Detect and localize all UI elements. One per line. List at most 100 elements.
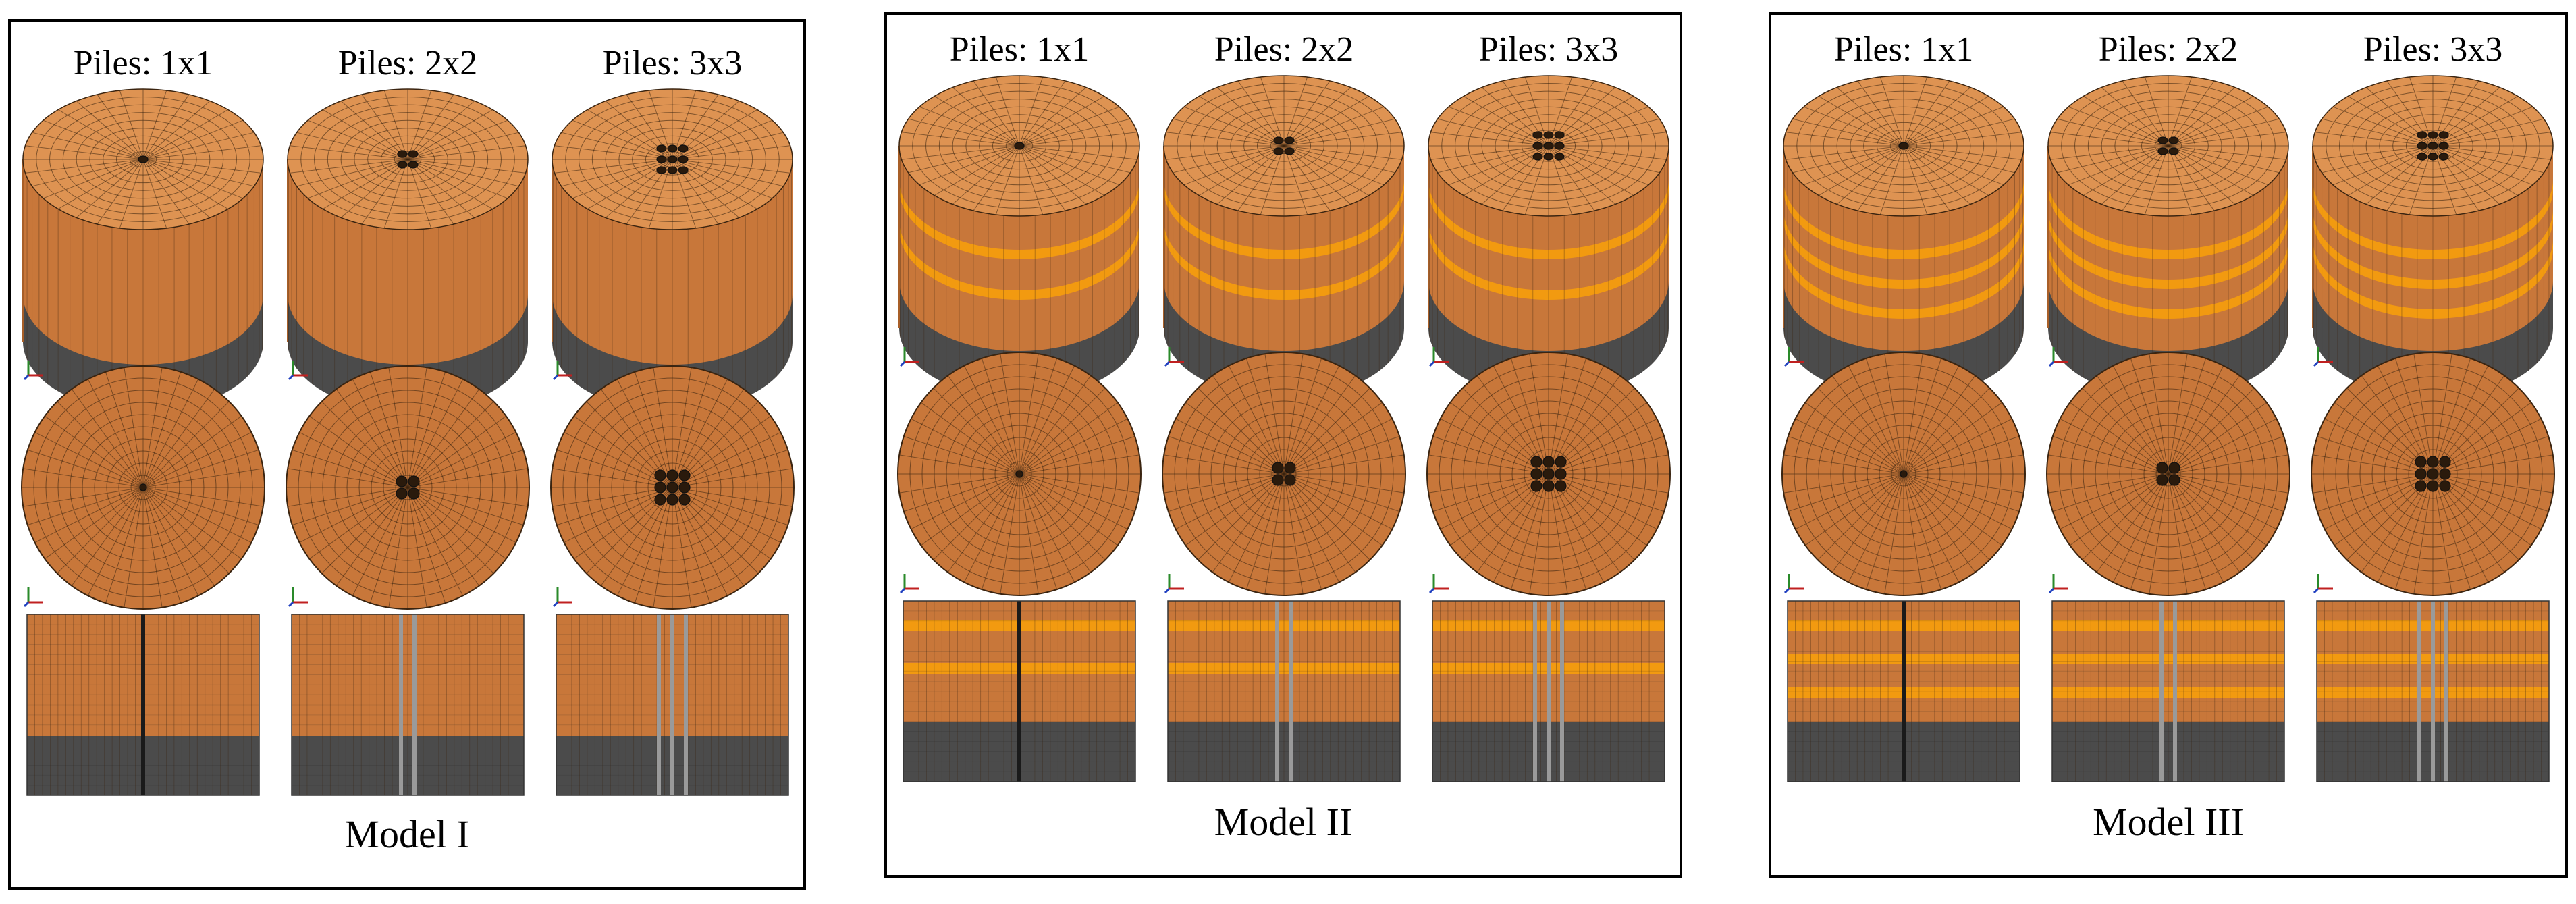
pile-head (2417, 131, 2427, 139)
column-label: Piles: 2x2 (1214, 30, 1354, 69)
cross-section-view (2316, 600, 2550, 782)
pile-head (408, 161, 419, 169)
pile-plan (396, 487, 408, 500)
pile-shaft (1547, 601, 1551, 782)
cross-section-view (2051, 600, 2285, 782)
pile-head (2427, 153, 2438, 161)
section-rock (292, 736, 524, 795)
axis-triad-icon (2048, 347, 2068, 367)
pile-head (1273, 136, 1284, 144)
pile-shaft (2159, 601, 2164, 782)
pile-head (678, 155, 689, 163)
section-rock (1168, 722, 1400, 782)
isometric-cylinder-view (2047, 75, 2289, 398)
pile-head (667, 144, 678, 153)
pile-shaft (1533, 601, 1537, 782)
pile-plan (1530, 480, 1542, 492)
isometric-cylinder-view (1428, 75, 1669, 398)
pile-plan (1542, 480, 1555, 492)
model-figures (11, 22, 807, 812)
cross-section-view (556, 614, 789, 796)
cross-section-view (26, 614, 260, 796)
axis-triad-icon (2313, 347, 2333, 367)
pile-head (397, 150, 408, 158)
axis-triad-icon (1428, 347, 1449, 367)
cross-section-view (903, 600, 1136, 782)
pile-plan (2415, 456, 2427, 468)
pile-plan (2427, 468, 2439, 480)
axis-triad-icon (1783, 347, 1804, 367)
pile-plan (654, 469, 666, 481)
model-figures (1771, 8, 2568, 798)
model-title: Model III (2093, 800, 2244, 844)
pile-head (1532, 153, 1543, 161)
pile-shaft (1902, 601, 1906, 782)
pile-head (138, 155, 149, 163)
pile-shaft (2417, 601, 2421, 782)
pile-head (1543, 153, 1554, 161)
top-plan-view (1162, 352, 1406, 596)
pile-head (1284, 147, 1295, 155)
pile-plan (1555, 456, 1567, 468)
pile-shaft (670, 614, 674, 795)
pile-head (678, 166, 689, 174)
pile-plan (1015, 470, 1023, 478)
pile-plan (666, 469, 678, 481)
cross-section-view (1432, 600, 1665, 782)
column-label: Piles: 1x1 (949, 30, 1090, 69)
pile-plan (1272, 474, 1284, 486)
pile-plan (2415, 468, 2427, 480)
pile-shaft (412, 614, 417, 795)
pile-head (2168, 147, 2179, 155)
pile-plan (678, 494, 691, 506)
pile-head (656, 155, 667, 163)
axis-triad-icon (288, 587, 308, 608)
pile-head (1532, 142, 1543, 150)
pile-shaft (1017, 601, 1021, 782)
pile-shaft (684, 614, 688, 795)
axis-triad-icon (288, 361, 308, 381)
pile-head (656, 166, 667, 174)
pile-head (678, 144, 689, 153)
pile-plan (1542, 468, 1555, 480)
cross-section-view (1167, 600, 1401, 782)
pile-shaft (657, 614, 661, 795)
pile-plan (1272, 462, 1284, 474)
pile-plan (666, 494, 678, 506)
axis-triad-icon (1164, 574, 1184, 594)
pile-plan (2156, 462, 2168, 474)
section-stripe (2052, 620, 2284, 631)
pile-plan (1530, 468, 1542, 480)
top-plan-view (2046, 352, 2290, 596)
axis-triad-icon (1164, 347, 1184, 367)
column-label: Piles: 2x2 (2098, 30, 2238, 69)
column-label: Piles: 2x2 (338, 44, 478, 82)
section-stripe (2052, 687, 2284, 698)
pile-plan (2439, 468, 2451, 480)
pile-plan (396, 475, 408, 487)
pile-head (1543, 142, 1554, 150)
pile-head (2438, 142, 2449, 150)
pile-head (2427, 131, 2438, 139)
pile-shaft (1275, 601, 1279, 782)
pile-plan (2427, 456, 2439, 468)
pile-head (2417, 153, 2427, 161)
section-rock (2052, 722, 2284, 782)
pile-plan (1555, 480, 1567, 492)
pile-head (1554, 142, 1565, 150)
isometric-cylinder-view (1163, 75, 1405, 398)
model-panel-2: Piles: 1x1 Piles: 2x2 Piles: 3x3 Model I… (884, 12, 1682, 878)
pile-head (667, 155, 678, 163)
model-title: Model II (1214, 800, 1353, 844)
axis-triad-icon (2048, 574, 2068, 594)
isometric-cylinder-view (287, 88, 529, 412)
pile-shaft (141, 614, 145, 795)
column-label: Piles: 1x1 (1833, 30, 1974, 69)
pile-head (1554, 131, 1565, 139)
pile-shaft (2431, 601, 2435, 782)
pile-plan (654, 481, 666, 494)
section-stripe (1168, 620, 1400, 631)
axis-triad-icon (899, 574, 919, 594)
pile-plan (1542, 456, 1555, 468)
axis-triad-icon (23, 361, 43, 381)
